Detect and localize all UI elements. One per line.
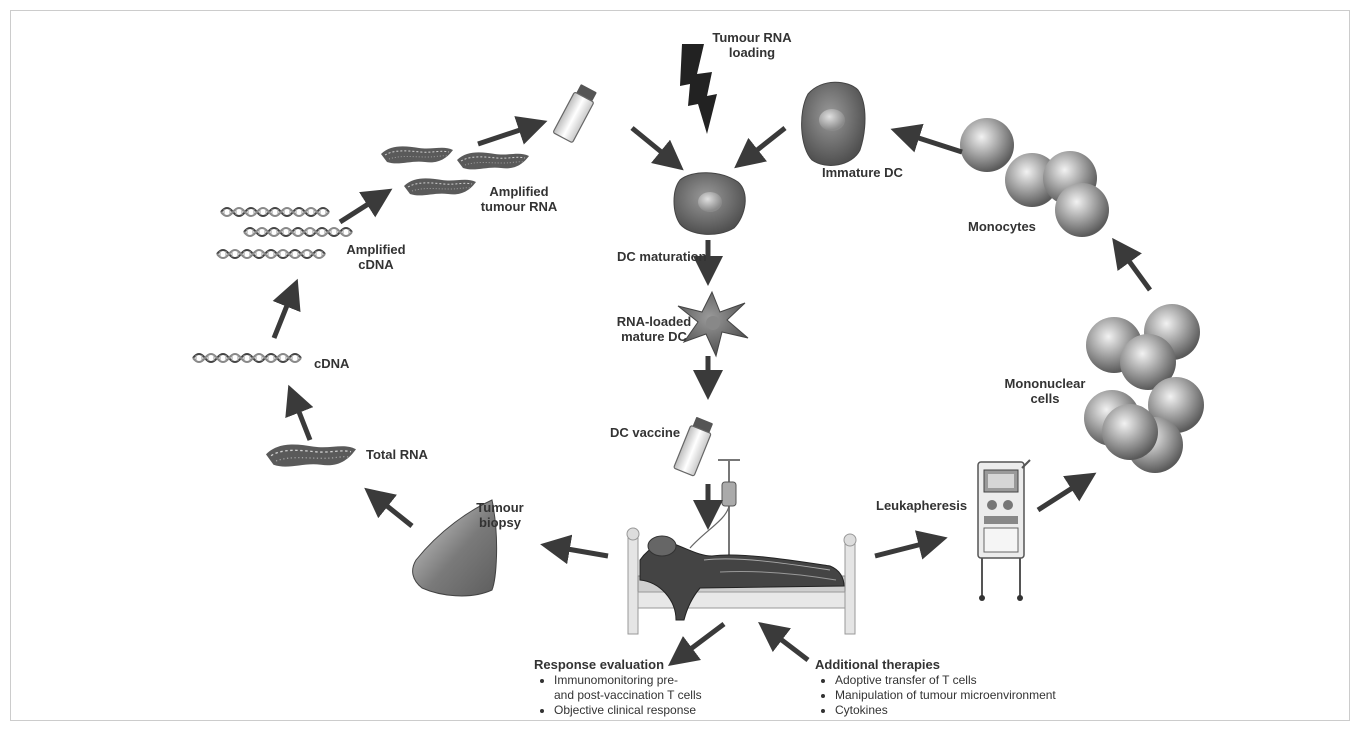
cdna-helix [193, 354, 301, 362]
tumour-biopsy-line-2: biopsy [470, 515, 530, 530]
additional-therapies-list: Adoptive transfer of T cells Manipulatio… [815, 673, 1095, 718]
arrow-to-response-evaluation [676, 624, 724, 660]
amplified-cdna-helix-1 [221, 208, 329, 216]
cdna-label: cDNA [314, 356, 349, 371]
tumour-rna-loading-line-1: Tumour RNA [692, 30, 812, 45]
arrow-from-additional-therapies [766, 628, 808, 660]
response-evaluation-item: Objective clinical response [554, 703, 764, 718]
immature-dc-label: Immature DC [822, 165, 903, 180]
amplified-rna-blob-2 [457, 152, 529, 169]
tumour-rna-loading-label: Tumour RNA loading [692, 30, 812, 60]
response-evaluation-item: and post-vaccination T cells [554, 688, 764, 703]
arrow-monocytes-to-immature [900, 132, 962, 152]
loaded-dc-cell [674, 173, 745, 235]
monocytes-label: Monocytes [968, 219, 1036, 234]
arrow-bed-to-biopsy [550, 546, 608, 556]
rna-loaded-line-1: RNA-loaded [614, 314, 694, 329]
additional-therapies-title: Additional therapies [815, 657, 1095, 672]
arrow-immature-to-dc [742, 128, 785, 162]
dc-maturation-label: DC maturation [617, 249, 707, 264]
mononuclear-line-1: Mononuclear [1000, 376, 1090, 391]
additional-therapies-item: Cytokines [835, 703, 1095, 718]
dc-vaccine-label: DC vaccine [610, 425, 680, 440]
amplified-cdna-helix-2 [244, 228, 352, 236]
patient-bed [627, 460, 856, 634]
mononuclear-cells-label: Mononuclear cells [1000, 376, 1090, 406]
rna-vial [553, 83, 599, 143]
amplified-rna-blob-3 [404, 178, 476, 195]
arrow-bed-to-leuka [875, 540, 938, 556]
tumour-biopsy-label: Tumour biopsy [470, 500, 530, 530]
amplified-tumour-rna-label: Amplified tumour RNA [474, 184, 564, 214]
additional-therapies-box: Additional therapies Adoptive transfer o… [815, 657, 1095, 718]
leukapheresis-machine [978, 460, 1030, 601]
arrow-vial-to-dc [632, 128, 676, 164]
arrow-cdna-to-amplified-rna [340, 194, 384, 222]
amplified-rna-blob-1 [381, 146, 453, 163]
mononuclear-line-2: cells [1000, 391, 1090, 406]
amplified-cdna-label: Amplified cDNA [346, 242, 406, 272]
arrow-rna-to-vial [478, 124, 538, 144]
total-rna-label: Total RNA [366, 447, 428, 462]
arrow-leuka-to-mononuclear [1038, 478, 1088, 510]
tumour-biopsy-line-1: Tumour [470, 500, 530, 515]
response-evaluation-title: Response evaluation [534, 657, 764, 672]
amplified-cdna-helix-3 [217, 250, 325, 258]
response-evaluation-list: Immunomonitoring pre- and post-vaccinati… [534, 673, 764, 718]
additional-therapies-item: Adoptive transfer of T cells [835, 673, 1095, 688]
additional-therapies-item: Manipulation of tumour microenvironment [835, 688, 1095, 703]
arrow-biopsy-to-total-rna [372, 494, 412, 526]
leukapheresis-label: Leukapheresis [876, 498, 967, 513]
amplified-tumour-rna-line-2: tumour RNA [474, 199, 564, 214]
tumour-rna-loading-line-2: loading [692, 45, 812, 60]
mononuclear-cluster [1084, 304, 1204, 473]
arrow-cdna-to-amplified-cdna [274, 288, 294, 338]
rna-loaded-line-2: mature DC [614, 329, 694, 344]
response-evaluation-box: Response evaluation Immunomonitoring pre… [534, 657, 764, 718]
amplified-tumour-rna-line-1: Amplified [474, 184, 564, 199]
amplified-cdna-line-2: cDNA [346, 257, 406, 272]
amplified-cdna-line-1: Amplified [346, 242, 406, 257]
total-rna-icon [266, 444, 356, 466]
rna-loaded-mature-dc-label: RNA-loaded mature DC [614, 314, 694, 344]
immature-dc-cell [802, 82, 865, 165]
arrow-total-rna-to-cdna [292, 394, 310, 440]
response-evaluation-item: Immunomonitoring pre- [554, 673, 764, 688]
arrow-mononuclear-to-monocytes [1118, 246, 1150, 290]
